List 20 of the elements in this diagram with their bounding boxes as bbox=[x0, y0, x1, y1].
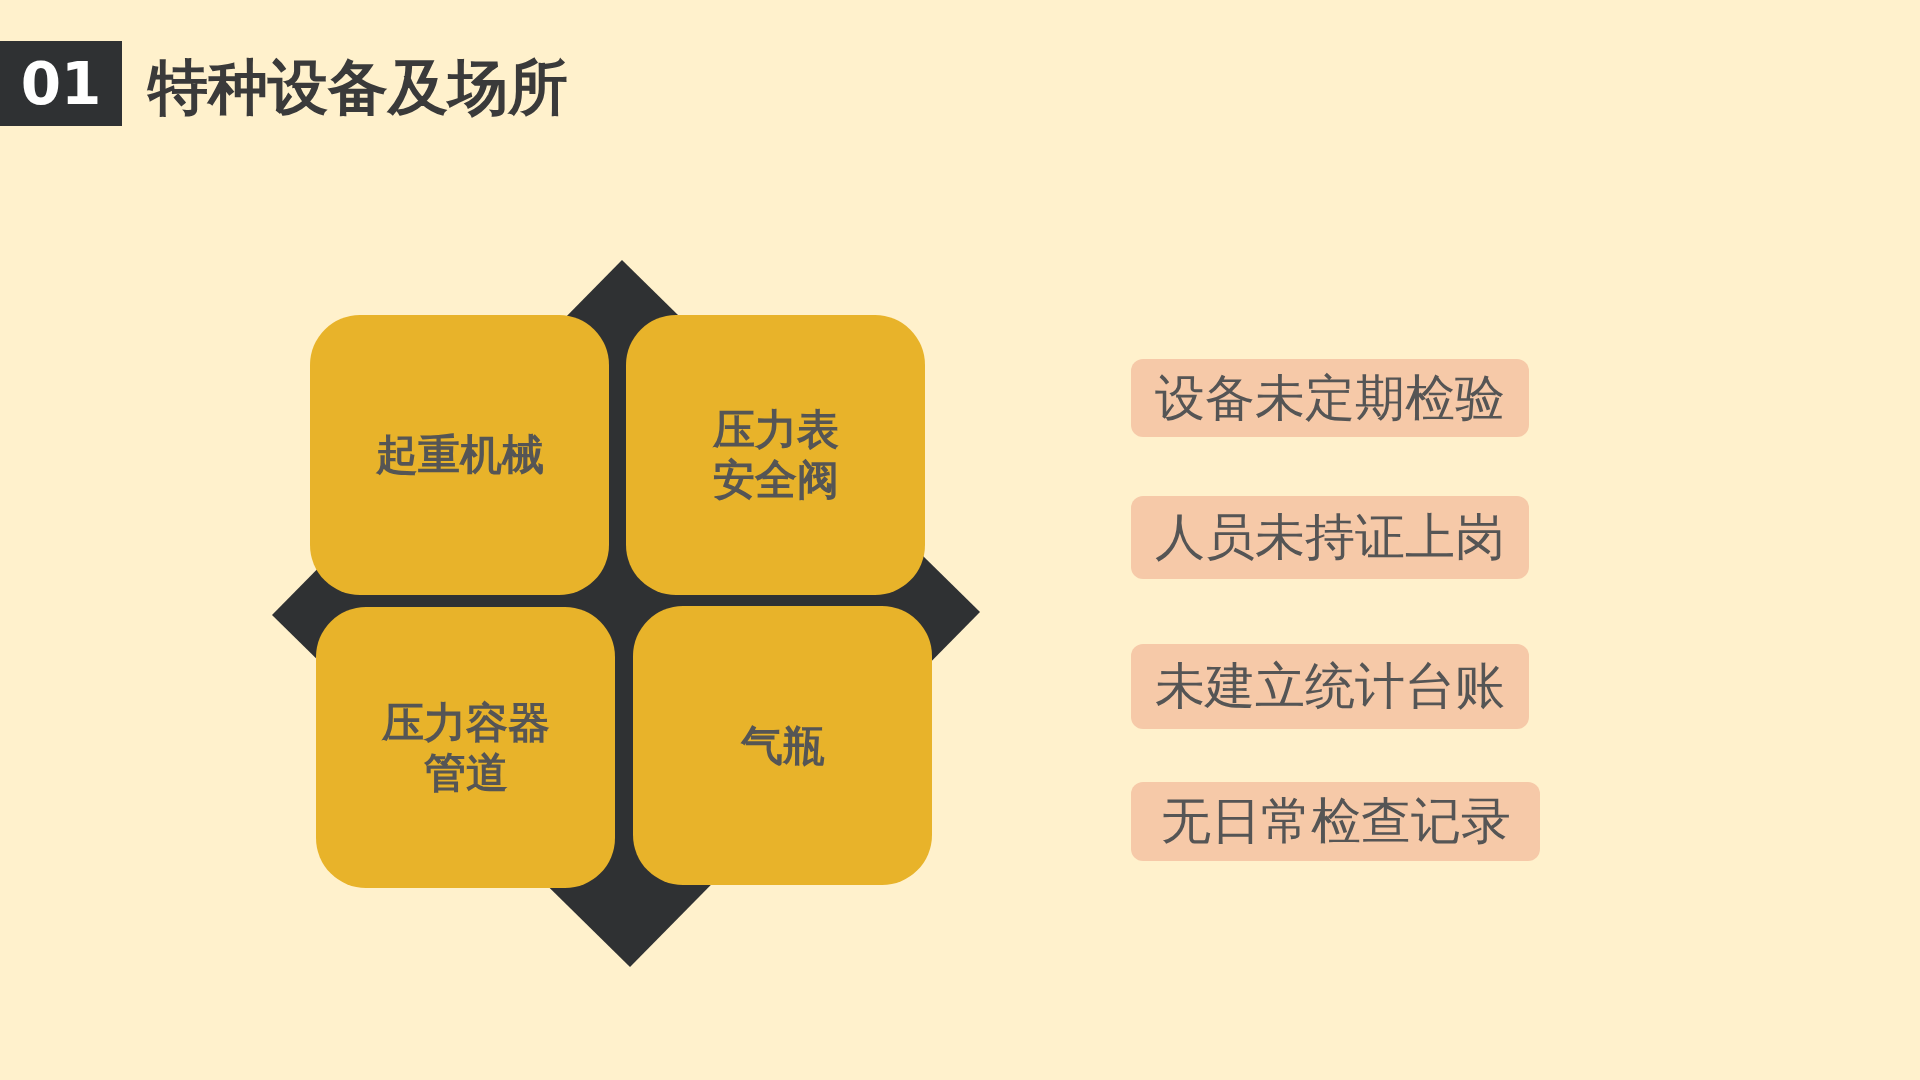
issue-tag bbox=[1131, 782, 1540, 861]
equipment-name: 安全阀 bbox=[712, 455, 839, 505]
section-number: 01 bbox=[0, 41, 122, 126]
page-title: 特种设备及场所 bbox=[148, 51, 568, 124]
equipment-name: 起重机械 bbox=[375, 430, 544, 480]
issue-text: 未建立统计台账 bbox=[1155, 656, 1505, 717]
issue-text: 设备未定期检验 bbox=[1155, 367, 1505, 429]
equipment-tile bbox=[633, 606, 932, 885]
equipment-tile bbox=[626, 315, 925, 595]
issue-tag bbox=[1131, 644, 1529, 729]
equipment-name: 气瓶 bbox=[740, 720, 825, 771]
issue-text: 人员未持证上岗 bbox=[1155, 507, 1505, 568]
issue-tag bbox=[1131, 496, 1529, 579]
equipment-name: 压力表 bbox=[712, 405, 839, 455]
issue-tag bbox=[1131, 359, 1529, 437]
equipment-tile bbox=[316, 607, 615, 888]
issue-text: 无日常检查记录 bbox=[1160, 791, 1511, 852]
equipment-tile bbox=[310, 315, 609, 595]
equipment-name: 管道 bbox=[423, 747, 508, 798]
equipment-name: 压力容器 bbox=[381, 697, 550, 748]
